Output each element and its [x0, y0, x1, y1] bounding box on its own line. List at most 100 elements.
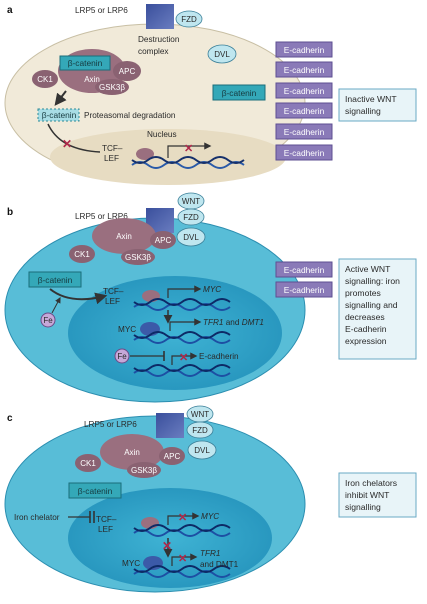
bcatenin-free-label: β-catenin: [222, 88, 257, 98]
note-box-a: [338, 88, 417, 122]
gsk3b-label: GSK3β: [131, 466, 157, 475]
dvl-protein: [187, 440, 217, 460]
ecadherin-label: E-cadherin: [284, 265, 325, 275]
note-b-line5: decreases: [345, 312, 385, 322]
tcf-lef-label-1: TCF–: [103, 287, 124, 296]
dna-strand-b1: [133, 298, 231, 311]
tfr1-transcription-arrow: [169, 318, 202, 331]
fe-label: Fe: [43, 316, 53, 325]
tfr1-label: TFR1: [200, 549, 220, 558]
ecad-gene-label: E-cadherin: [199, 352, 239, 361]
myc-inhibit-cross: ✕: [178, 512, 187, 524]
panel-b: b LRP5 or LRP6 WNT FZD DVL Axin APC CK1 …: [4, 192, 417, 403]
fzd-receptor: [177, 208, 205, 226]
nucleus: [68, 488, 272, 588]
note-box-c: [338, 472, 417, 518]
tfr1-label: TFR1: [203, 318, 223, 327]
ecadherin-stack-b: E-cadherin E-cadherin: [275, 261, 333, 298]
fe-ion-nuclear: [114, 348, 130, 364]
degraded-bcatenin-label: β-catenin: [42, 110, 77, 120]
dna-strand-a: [131, 156, 245, 169]
axin-label: Axin: [124, 448, 140, 457]
tfr1-transcription-arrow: [171, 553, 198, 566]
bcatenin-bound-box: [59, 55, 111, 71]
receptor-label: LRP5 or LRP6: [75, 6, 128, 15]
myc-expression-cross: ✕: [162, 539, 172, 553]
fzd-label: FZD: [192, 426, 208, 435]
tfr1-dmt1-label: TFR1 and DMT1: [203, 318, 264, 327]
degradation-arrow: [54, 90, 67, 106]
proteasomal-label: Proteasomal degradation: [84, 111, 176, 120]
ecad-transcription-arrow: [171, 352, 198, 365]
bcatenin-label: β-catenin: [38, 275, 73, 285]
tcf-lef-label-1: TCF–: [102, 144, 123, 153]
myc-target-label: MYC: [203, 285, 221, 294]
dmt1-label: DMT1: [242, 318, 264, 327]
tfr1-inhibit-cross: ✕: [178, 553, 187, 565]
ck1-protein: [69, 245, 95, 263]
fe-activation-arrow: [51, 296, 61, 314]
panel-c: c LRP5 or LRP6 WNT FZD DVL Axin APC CK1 …: [4, 405, 417, 593]
dna-strand-c2: [133, 565, 231, 578]
ecadherin-label: E-cadherin: [284, 148, 325, 158]
lrp-receptor: [146, 4, 174, 29]
bcatenin-label: β-catenin: [78, 486, 113, 496]
bcatenin-bound-label: β-catenin: [68, 58, 103, 68]
bcatenin-nuclear-arrow: [49, 288, 108, 305]
destruction-complex-label-1: Destruction: [138, 35, 180, 44]
bcatenin-box: [68, 482, 122, 499]
chelator-block-bar: [89, 511, 95, 523]
receptor-label: LRP5 or LRP6: [84, 420, 137, 429]
ck1-protein: [32, 70, 58, 88]
axin-label: Axin: [84, 75, 100, 84]
axin-label: Axin: [116, 232, 132, 241]
ecadherin-stack-a: E-cadherin E-cadherin E-cadherin E-cadhe…: [275, 41, 333, 161]
apc-label: APC: [155, 236, 172, 245]
ecadherin-label: E-cadherin: [284, 45, 325, 55]
receptor-label: LRP5 or LRP6: [75, 212, 128, 221]
bcatenin-box: [28, 271, 82, 288]
note-c-line3: signalling: [345, 502, 381, 512]
iron-chelator-label: Iron chelator: [14, 513, 60, 522]
panel-letter: a: [7, 5, 13, 16]
note-b-line4: signalling and: [345, 300, 398, 310]
panel-letter: b: [7, 207, 13, 218]
gsk3b-label: GSK3β: [125, 253, 151, 262]
myc-label: MYC: [118, 325, 136, 334]
ecadherin-label: E-cadherin: [284, 127, 325, 137]
fzd-receptor: [175, 10, 203, 28]
myc-transcription-arrow: [167, 512, 200, 525]
note-b-line1: Active WNT: [345, 264, 391, 274]
tcf-lef-label-1: TCF–: [96, 515, 117, 524]
fzd-label: FZD: [181, 15, 197, 24]
dvl-label: DVL: [214, 50, 230, 59]
note-b-line7: expression: [345, 336, 387, 346]
inhibit-cross: ✕: [62, 137, 72, 151]
axin-protein: [92, 218, 156, 254]
fe-nuclear-label: Fe: [117, 352, 127, 361]
dna-strand-b2: [133, 331, 231, 344]
ecad-inhibit-cross: ✕: [179, 352, 188, 364]
and-label: and: [223, 318, 241, 327]
tcf-lef-label-2: LEF: [105, 297, 120, 306]
gsk3b-protein: [95, 79, 129, 95]
dvl-protein: [176, 227, 206, 247]
ck1-label: CK1: [37, 75, 53, 84]
fe-ion: [40, 312, 56, 328]
note-a-line1: Inactive WNT: [345, 94, 397, 104]
gsk3b-protein: [127, 462, 161, 478]
gsk3b-protein: [121, 249, 155, 265]
note-box-b: [338, 258, 417, 360]
axin-protein: [100, 434, 164, 470]
ck1-protein: [75, 454, 101, 472]
fzd-label: FZD: [183, 213, 199, 222]
tcf-lef-label-2: LEF: [98, 525, 113, 534]
myc-label: MYC: [122, 559, 140, 568]
tcf-lef-label-2: LEF: [104, 154, 119, 163]
apc-label: APC: [164, 452, 181, 461]
nucleus-label: Nucleus: [147, 130, 177, 139]
wnt-label: WNT: [182, 197, 200, 206]
apc-protein: [113, 61, 141, 81]
inhibited-arrow-a: [47, 123, 101, 153]
